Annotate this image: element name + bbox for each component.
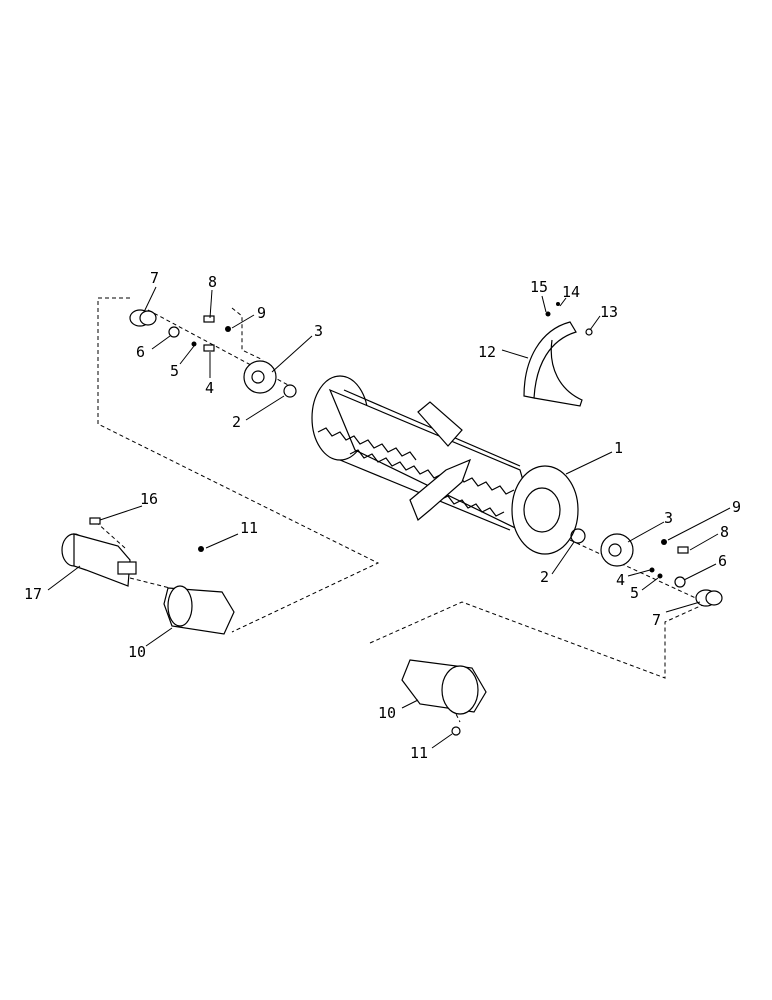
callout-17: 17 (24, 585, 42, 603)
callout-2-left: 2 (232, 413, 241, 431)
callout-5-left: 5 (170, 362, 179, 380)
callout-1: 1 (614, 439, 623, 457)
right-hardware (570, 528, 723, 607)
motor-assembly (61, 517, 137, 587)
oring-right (570, 528, 586, 544)
lockwasher-left-5 (191, 341, 197, 347)
callout-7-left: 7 (150, 269, 159, 287)
housing-left (163, 546, 235, 635)
callout-15: 15 (530, 278, 548, 296)
callout-9-left: 9 (257, 304, 266, 322)
callout-12: 12 (478, 343, 496, 361)
callout-4-right: 4 (616, 571, 625, 589)
screw-13 (585, 328, 593, 336)
callout-8-right: 8 (720, 523, 729, 541)
callout-11-bottom: 11 (410, 744, 428, 762)
callout-10-left: 10 (128, 643, 146, 661)
motor-body (73, 533, 131, 587)
bolt-11-bottom (451, 726, 461, 736)
rotor-flight-lower (409, 458, 472, 521)
callout-16: 16 (140, 490, 158, 508)
left-hardware (129, 309, 297, 398)
leader-lines (47, 286, 731, 749)
washer-right (674, 576, 686, 588)
callout-7-right: 7 (652, 611, 661, 629)
rivet-14 (556, 302, 560, 306)
callout-4-left: 4 (205, 379, 214, 397)
callout-5-right: 5 (630, 584, 639, 602)
callout-8-left: 8 (208, 273, 217, 291)
bolt-right-4 (649, 567, 655, 573)
rotor-assembly (311, 375, 579, 555)
callout-9-right: 9 (732, 498, 741, 516)
callout-14: 14 (562, 283, 580, 301)
callout-13: 13 (600, 303, 618, 321)
bolt-right-8 (677, 546, 689, 554)
bolt-16 (89, 517, 101, 525)
bolt-left-8 (203, 315, 215, 323)
callout-2-right: 2 (540, 568, 549, 586)
curved-strip (523, 321, 577, 399)
strip-assembly (523, 302, 593, 407)
oring-left (283, 384, 297, 398)
rivet-15 (545, 311, 551, 317)
nut-right-9 (661, 539, 667, 545)
callout-3-right: 3 (664, 509, 673, 527)
callout-6-left: 6 (136, 343, 145, 361)
callout-11-left: 11 (240, 519, 258, 537)
bolt-11-left (198, 546, 204, 552)
callout-10-bottom: 10 (378, 704, 396, 722)
washer-left (168, 326, 180, 338)
rotor-flight-upper (417, 401, 463, 447)
nut-left-9 (225, 326, 231, 332)
callout-3-left: 3 (314, 322, 323, 340)
callout-labels: 7 8 9 3 6 5 4 2 1 3 9 8 6 7 4 5 2 15 14 … (24, 269, 741, 762)
motor-shaft (117, 561, 137, 575)
housing-bottom (401, 659, 487, 736)
lockwasher-right-5 (657, 573, 663, 579)
assembly-lines (95, 297, 719, 723)
bolt-left-4 (203, 344, 215, 352)
callout-6-right: 6 (718, 552, 727, 570)
